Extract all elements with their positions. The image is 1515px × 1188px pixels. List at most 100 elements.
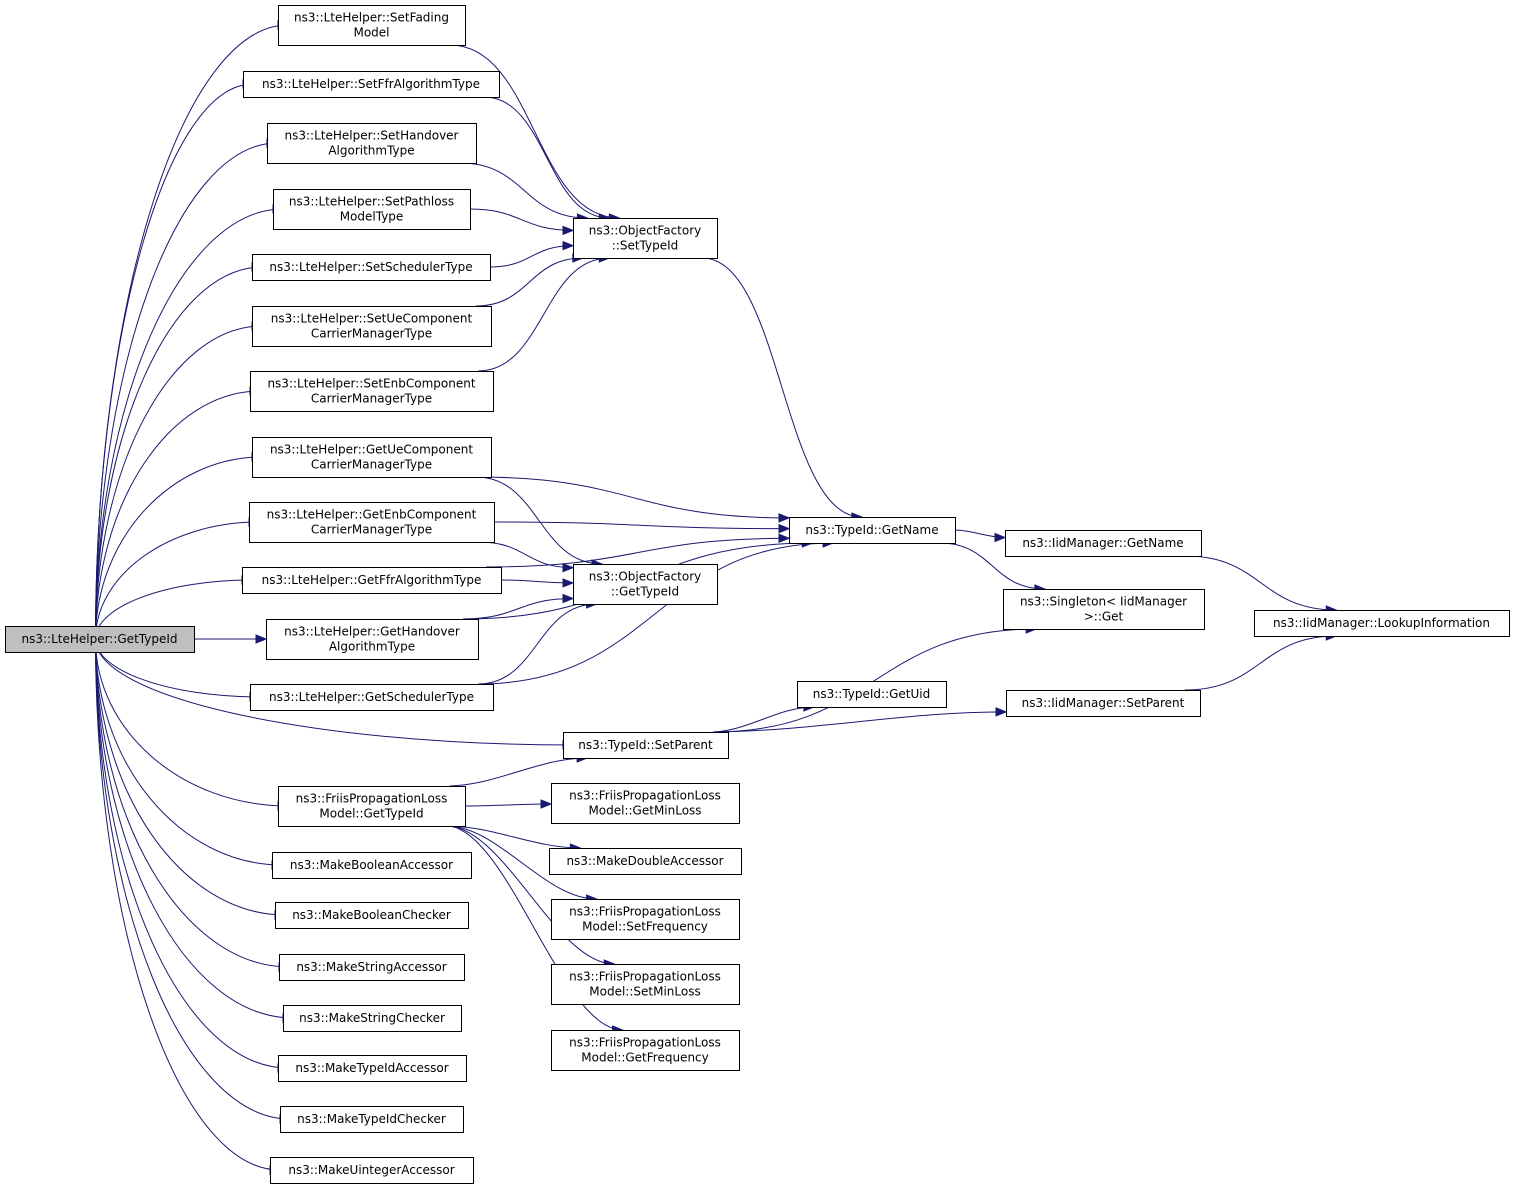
call-edge xyxy=(95,325,263,640)
function-node[interactable]: ns3::MakeBooleanAccessor xyxy=(272,852,472,879)
call-edge xyxy=(95,638,289,1069)
function-node[interactable]: ns3::LteHelper::GetSchedulerType xyxy=(250,684,494,711)
function-node[interactable]: ns3::MakeUintegerAccessor xyxy=(270,1157,474,1184)
node-box xyxy=(551,783,740,824)
node-box xyxy=(267,123,477,164)
node-box xyxy=(278,1055,467,1082)
node-box xyxy=(1254,610,1510,637)
function-node[interactable]: ns3::MakeDoubleAccessor xyxy=(549,848,742,875)
function-node[interactable]: ns3::FriisPropagationLossModel::GetFrequ… xyxy=(551,1030,740,1071)
call-edge xyxy=(469,208,574,231)
node-box xyxy=(275,902,469,929)
function-node[interactable]: ns3::LteHelper::SetUeComponentCarrierMan… xyxy=(252,306,492,347)
call-edge xyxy=(449,825,615,965)
node-label: ::SetTypeId xyxy=(612,239,679,253)
call-edge xyxy=(449,825,581,849)
function-node[interactable]: ns3::LteHelper::GetFfrAlgorithmType xyxy=(242,567,502,594)
function-node[interactable]: ns3::FriisPropagationLossModel::GetTypeI… xyxy=(278,786,466,827)
function-node[interactable]: ns3::TypeId::GetUid xyxy=(797,681,947,708)
function-node[interactable]: ns3::MakeStringChecker xyxy=(283,1005,462,1032)
function-node[interactable]: ns3::TypeId::SetParent xyxy=(563,732,729,759)
arrowhead xyxy=(994,532,1007,543)
function-node[interactable]: ns3::TypeId::GetName xyxy=(789,517,956,544)
node-box xyxy=(1006,690,1201,717)
function-node[interactable]: ns3::MakeBooleanChecker xyxy=(275,902,469,929)
node-label: ns3::ObjectFactory xyxy=(589,570,702,584)
node-label: ns3::TypeId::GetName xyxy=(805,523,938,537)
call-edge xyxy=(95,390,261,640)
function-node[interactable]: ns3::LteHelper::GetUeComponentCarrierMan… xyxy=(252,437,492,478)
call-edge xyxy=(449,825,597,900)
function-node[interactable]: ns3::MakeStringAccessor xyxy=(279,954,465,981)
node-label: Model::GetFrequency xyxy=(581,1051,709,1065)
function-node[interactable]: ns3::LteHelper::GetEnbComponentCarrierMa… xyxy=(249,502,495,543)
function-node[interactable]: ns3::IidManager::GetName xyxy=(1005,530,1202,557)
node-label: ns3::FriisPropagationLoss xyxy=(569,905,721,919)
node-box xyxy=(250,684,494,711)
node-box xyxy=(563,732,729,759)
function-node[interactable]: ns3::FriisPropagationLossModel::SetMinLo… xyxy=(551,964,740,1005)
node-box xyxy=(5,626,195,653)
function-node[interactable]: ns3::MakeTypeIdAccessor xyxy=(278,1055,467,1082)
call-edge xyxy=(475,257,583,307)
node-box xyxy=(250,371,494,412)
node-box xyxy=(249,502,495,543)
node-label: Model::GetTypeId xyxy=(319,807,423,821)
node-box xyxy=(549,848,742,875)
node-label: ns3::LteHelper::SetSchedulerType xyxy=(269,260,472,274)
function-node[interactable]: ns3::ObjectFactory::SetTypeId xyxy=(573,218,718,259)
node-label: ns3::LteHelper::GetUeComponent xyxy=(270,443,473,457)
call-edge xyxy=(489,245,574,268)
node-label: ns3::TypeId::SetParent xyxy=(578,738,713,752)
arrowhead xyxy=(255,634,268,644)
function-node[interactable]: ns3::LteHelper::SetSchedulerType xyxy=(252,254,491,281)
node-label: ns3::MakeUintegerAccessor xyxy=(288,1163,454,1177)
function-node[interactable]: ns3::IidManager::SetParent xyxy=(1006,690,1201,717)
arrowhead xyxy=(995,707,1008,717)
node-label: ns3::MakeTypeIdAccessor xyxy=(295,1061,448,1075)
node-label: Model xyxy=(353,26,389,40)
node-box xyxy=(1005,530,1202,557)
node-label: ns3::LteHelper::GetFfrAlgorithmType xyxy=(262,573,482,587)
function-node[interactable]: ns3::FriisPropagationLossModel::GetMinLo… xyxy=(551,783,740,824)
call-edge xyxy=(449,757,588,787)
arrowhead xyxy=(778,523,791,534)
root-function-node[interactable]: ns3::LteHelper::GetTypeId xyxy=(5,626,195,653)
arrowhead xyxy=(562,562,575,573)
call-edge xyxy=(483,96,610,219)
function-node[interactable]: ns3::MakeTypeIdChecker xyxy=(280,1106,464,1133)
node-box xyxy=(280,1106,464,1133)
node-label: ns3::IidManager::LookupInformation xyxy=(1273,616,1490,630)
function-node[interactable]: ns3::Singleton< IidManager>::Get xyxy=(1003,589,1205,630)
node-box xyxy=(573,564,718,605)
arrowhead xyxy=(562,225,575,236)
node-box xyxy=(551,1030,740,1071)
call-edge xyxy=(477,542,834,685)
call-edge xyxy=(95,638,286,916)
function-node[interactable]: ns3::FriisPropagationLossModel::SetFrequ… xyxy=(551,899,740,940)
node-box xyxy=(283,1005,462,1032)
arrowhead xyxy=(778,533,791,544)
node-box xyxy=(551,899,740,940)
node-box xyxy=(270,1157,474,1184)
call-edge xyxy=(95,456,263,640)
call-edge xyxy=(95,521,260,640)
node-box xyxy=(789,517,956,544)
function-node[interactable]: ns3::IidManager::LookupInformation xyxy=(1254,610,1510,637)
call-edge xyxy=(477,257,610,372)
call-edge xyxy=(95,266,263,640)
node-label: CarrierManagerType xyxy=(311,327,432,341)
function-node[interactable]: ns3::LteHelper::SetFfrAlgorithmType xyxy=(243,71,500,98)
node-label: ns3::LteHelper::SetPathloss xyxy=(289,195,454,209)
function-node[interactable]: ns3::LteHelper::SetEnbComponentCarrierMa… xyxy=(250,371,494,412)
node-box xyxy=(243,71,500,98)
node-label: Model::SetFrequency xyxy=(582,920,708,934)
node-box xyxy=(252,254,491,281)
node-label: ns3::MakeStringChecker xyxy=(299,1011,445,1025)
call-edge xyxy=(1185,555,1337,611)
function-node[interactable]: ns3::ObjectFactory::GetTypeId xyxy=(573,564,718,605)
